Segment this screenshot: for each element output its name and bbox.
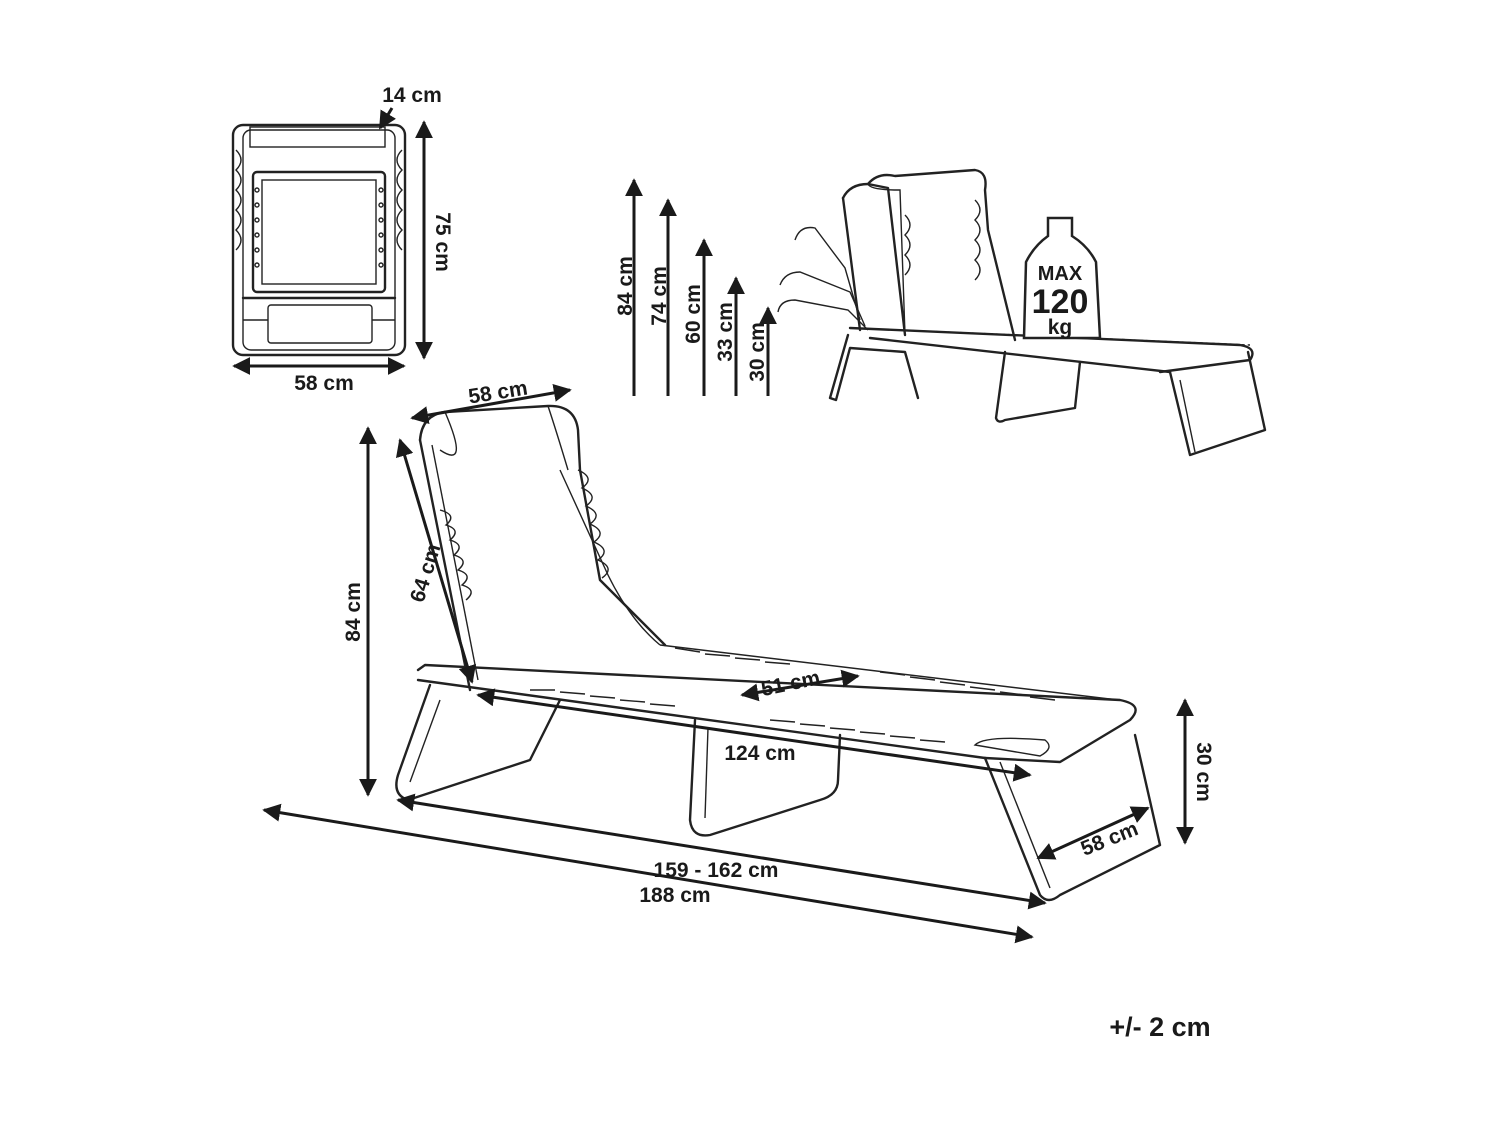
folded-width-label: 58 cm <box>294 372 354 395</box>
height-label-84: 84 cm <box>614 256 637 316</box>
height-label-74: 74 cm <box>648 266 671 326</box>
weight-badge: MAX 120 kg <box>1022 216 1102 340</box>
folded-height-label: 75 cm <box>431 212 454 272</box>
leg-width-arrow <box>1036 806 1150 860</box>
frame-length-arrow <box>476 688 1032 782</box>
depth-dimension-arrow <box>378 107 397 130</box>
backrest-length-arrow <box>395 438 477 684</box>
main-lounger-view <box>395 404 1162 902</box>
leg-width-label: 58 cm <box>1078 817 1142 861</box>
folded-lounger-view <box>231 123 407 357</box>
height-label-30: 30 cm <box>746 322 769 382</box>
total-length-label: 188 cm <box>639 884 710 907</box>
backrest-height-positions: 84 cm 74 cm 60 cm 33 cm 30 cm <box>614 178 777 396</box>
seat-length-label: 51 cm <box>759 666 822 701</box>
height-label-33: 33 cm <box>714 302 737 362</box>
backrest-width-arrow <box>410 383 572 425</box>
total-height-label: 84 cm <box>342 582 365 642</box>
tolerance-note: +/- 2 cm <box>1109 1012 1210 1042</box>
frame-length-label: 124 cm <box>724 742 795 765</box>
weight-unit: kg <box>1048 316 1073 339</box>
folded-depth-label: 14 cm <box>382 84 442 107</box>
weight-max-label: MAX <box>1038 263 1083 285</box>
height-label-60: 60 cm <box>682 284 705 344</box>
leg-height-label: 30 cm <box>1192 742 1215 802</box>
total-length-arrow <box>262 803 1034 944</box>
weight-value: 120 <box>1032 283 1089 321</box>
small-lounger-view <box>777 168 1267 457</box>
weight-icon <box>1022 216 1102 340</box>
length-range-arrow <box>396 793 1047 910</box>
backrest-width-label: 58 cm <box>467 377 529 409</box>
